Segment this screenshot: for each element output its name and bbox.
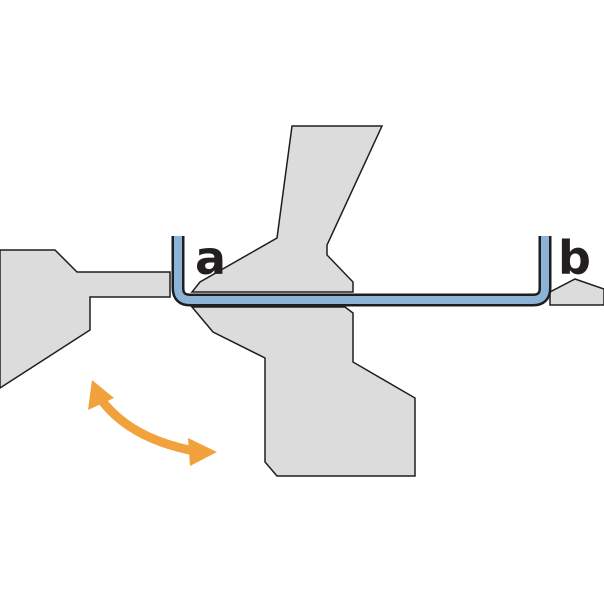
arrowhead-top-icon xyxy=(88,380,114,410)
label-a: a xyxy=(195,231,226,285)
upper-tool xyxy=(190,125,384,293)
swing-arrow xyxy=(96,395,201,457)
arrowhead-bottom-icon xyxy=(188,438,217,466)
label-b: b xyxy=(558,231,591,285)
lower-tool xyxy=(190,306,416,477)
bent-sheet-metal xyxy=(174,236,549,304)
left-die-holder xyxy=(0,249,171,389)
